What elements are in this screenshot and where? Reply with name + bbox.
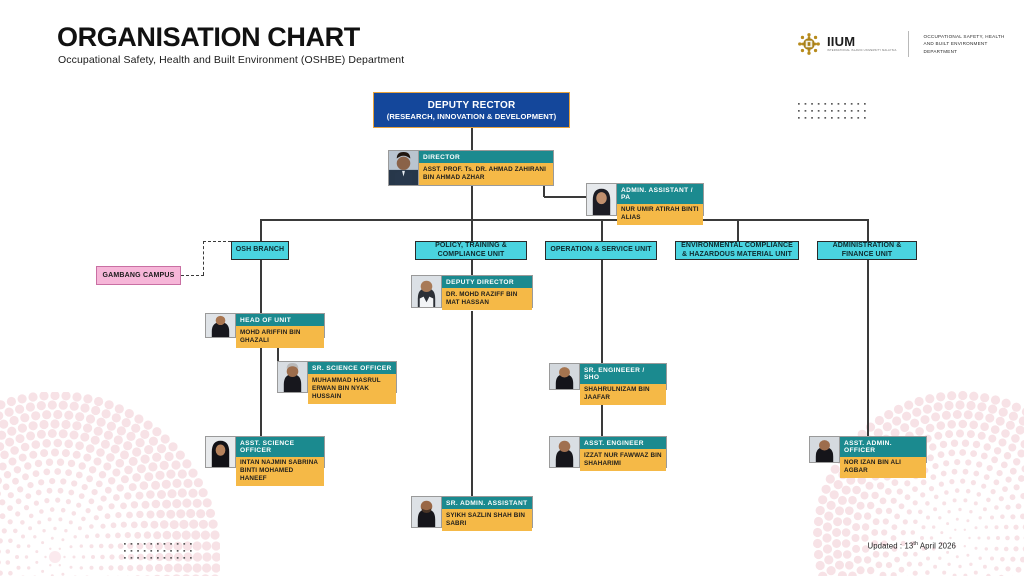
unit-administration-finance[interactable]: ADMINISTRATION & FINANCE UNIT [817, 241, 917, 260]
asst-admin-officer-role: ASST. ADMIN. OFFICER [840, 437, 926, 457]
connector-admin-finance-spine [867, 260, 869, 438]
connector-gambang-dashed-bottom [181, 275, 204, 276]
head-of-unit-photo [206, 314, 236, 337]
connector-bus-to-unit-1 [260, 219, 262, 241]
connector-bus-to-unit-4 [737, 219, 739, 241]
iium-wordmark-text: IIUM [827, 34, 856, 50]
asst-engineer-role: ASST. ENGINEER [580, 437, 666, 450]
logo-dept-line-1: OCCUPATIONAL SAFETY, HEALTH [923, 34, 1005, 40]
asst-science-officer-body: ASST. SCIENCE OFFICER INTAN NAJMIN SABRI… [236, 437, 324, 487]
node-gambang-campus[interactable]: GAMBANG CAMPUS [96, 266, 181, 285]
deputy-director-role: DEPUTY DIRECTOR [442, 276, 532, 289]
asst-science-officer-photo [206, 437, 236, 467]
sr-admin-assistant-name: SYIKH SAZLIN SHAH BIN SABRI [442, 509, 532, 531]
deputy-director-name: DR. MOHD RAZIFF BIN MAT HASSAN [442, 288, 532, 310]
deputy-director-body: DEPUTY DIRECTOR DR. MOHD RAZIFF BIN MAT … [442, 276, 532, 310]
connector-bus-to-unit-5 [867, 219, 869, 241]
asst-admin-officer-photo [810, 437, 840, 462]
director-role: DIRECTOR [419, 151, 553, 164]
asst-science-officer-role: ASST. SCIENCE OFFICER [236, 437, 324, 457]
admin-assistant-role: ADMIN. ASSISTANT / PA [617, 184, 703, 204]
iium-wordmark-sub: INTERNATIONAL ISLAMIC UNIVERSITY MALAYSI… [827, 49, 897, 53]
asst-admin-officer-name: NOR IZAN BIN ALI AGBAR [840, 456, 926, 479]
sr-engineer-photo [550, 364, 580, 389]
connector-gambang-dashed-vertical [203, 241, 204, 275]
logo-dept-line-2: AND BUILT ENVIRONMENT [923, 41, 988, 47]
sr-science-officer-role: SR. SCIENCE OFFICER [308, 362, 396, 375]
connector-head-to-sr-science [277, 338, 279, 377]
logo-dept-line-3: DEPARTMENT [923, 48, 958, 54]
node-asst-engineer[interactable]: ASST. ENGINEER IZZAT NUR FAWWAZ BIN SHAH… [549, 436, 667, 471]
node-deputy-director[interactable]: DEPUTY DIRECTOR DR. MOHD RAZIFF BIN MAT … [411, 275, 533, 310]
node-sr-engineer[interactable]: SR. ENGINEEER / SHO SHAHRULNIZAM BIN JAA… [549, 363, 667, 406]
connector-director-branch-right [543, 186, 545, 197]
connector-bus-to-unit-3 [601, 219, 603, 241]
node-sr-science-officer[interactable]: SR. SCIENCE OFFICER MUHAMMAD HASRUL ERWA… [277, 361, 397, 404]
connector-director-to-admin-assistant [544, 196, 586, 198]
director-name: ASST. PROF. Ts. DR. AHMAD ZAHIRANI BIN A… [419, 163, 553, 185]
connector-policy-deputy-to-admin [471, 311, 473, 498]
head-of-unit-body: HEAD OF UNIT MOHD ARIFFIN BIN GHAZALI [236, 314, 324, 348]
sr-science-officer-body: SR. SCIENCE OFFICER MUHAMMAD HASRUL ERWA… [308, 362, 396, 404]
node-director[interactable]: DIRECTOR ASST. PROF. Ts. DR. AHMAD ZAHIR… [388, 150, 554, 186]
unit-policy-training-compliance[interactable]: POLICY, TRAINING & COMPLIANCE UNIT [415, 241, 527, 260]
updated-suffix: April 2026 [918, 541, 956, 551]
unit-environmental-compliance-hazardous[interactable]: ENVIRONMENTAL COMPLIANCE & HAZARDOUS MAT… [675, 241, 799, 260]
head-of-unit-role: HEAD OF UNIT [236, 314, 324, 327]
director-photo [389, 151, 419, 185]
connector-osh-spine [260, 260, 262, 453]
admin-assistant-photo [587, 184, 617, 215]
unit-osh-branch[interactable]: OSH BRANCH [231, 241, 289, 260]
updated-timestamp: Updated : 13th April 2026 [867, 541, 956, 551]
connector-policy-spine [471, 260, 473, 278]
decor-dot-burst-left [0, 392, 220, 576]
connector-bus-drop-center [471, 204, 473, 220]
connector-rector-to-director [471, 128, 473, 150]
logo-department-text: OCCUPATIONAL SAFETY, HEALTH AND BUILT EN… [924, 33, 1005, 54]
iium-wordmark: IIUM INTERNATIONAL ISLAMIC UNIVERSITY MA… [827, 35, 897, 53]
node-sr-admin-assistant[interactable]: SR. ADMIN. ASSISTANT SYIKH SAZLIN SHAH B… [411, 496, 533, 531]
connector-operation-spine [601, 260, 603, 364]
connector-director-stub [471, 186, 473, 204]
sr-admin-assistant-photo [412, 497, 442, 527]
sr-engineer-role: SR. ENGINEEER / SHO [580, 364, 666, 384]
deputy-rector-scope: (RESEARCH, INNOVATION & DEVELOPMENT) [386, 111, 557, 121]
decor-dot-grid-bottom-left [124, 543, 192, 559]
sr-engineer-body: SR. ENGINEEER / SHO SHAHRULNIZAM BIN JAA… [580, 364, 666, 406]
asst-science-officer-name: INTAN NAJMIN SABRINA BINTI MOHAMED HANEE… [236, 456, 324, 487]
sr-engineer-name: SHAHRULNIZAM BIN JAAFAR [580, 383, 666, 406]
node-deputy-rector[interactable]: DEPUTY RECTOR (RESEARCH, INNOVATION & DE… [373, 92, 570, 128]
asst-engineer-photo [550, 437, 580, 467]
node-asst-science-officer[interactable]: ASST. SCIENCE OFFICER INTAN NAJMIN SABRI… [205, 436, 325, 487]
sr-admin-assistant-role: SR. ADMIN. ASSISTANT [442, 497, 532, 510]
iium-logo: IIUM INTERNATIONAL ISLAMIC UNIVERSITY MA… [798, 31, 1005, 57]
unit-operation-service[interactable]: OPERATION & SERVICE UNIT [545, 241, 657, 260]
connector-units-bus [260, 219, 868, 221]
updated-prefix: Updated : 13 [867, 541, 914, 551]
asst-admin-officer-body: ASST. ADMIN. OFFICER NOR IZAN BIN ALI AG… [840, 437, 926, 479]
page-subtitle: Occupational Safety, Health and Built En… [58, 54, 405, 66]
connector-bus-to-unit-2 [471, 219, 473, 241]
head-of-unit-name: MOHD ARIFFIN BIN GHAZALI [236, 326, 324, 348]
admin-assistant-name: NUR UMIR ATIRAH BINTI ALIAS [617, 203, 703, 226]
node-asst-admin-officer[interactable]: ASST. ADMIN. OFFICER NOR IZAN BIN ALI AG… [809, 436, 927, 479]
iium-crest-icon [798, 33, 820, 55]
connector-gambang-dashed-top [203, 241, 231, 242]
page-title: ORGANISATION CHART [57, 22, 360, 52]
director-body: DIRECTOR ASST. PROF. Ts. DR. AHMAD ZAHIR… [419, 151, 553, 185]
deputy-rector-title: DEPUTY RECTOR [427, 99, 516, 111]
sr-science-officer-photo [278, 362, 308, 392]
admin-assistant-body: ADMIN. ASSISTANT / PA NUR UMIR ATIRAH BI… [617, 184, 703, 226]
sr-admin-assistant-body: SR. ADMIN. ASSISTANT SYIKH SAZLIN SHAH B… [442, 497, 532, 531]
decor-dot-grid-top-right [798, 103, 866, 119]
node-head-of-unit[interactable]: HEAD OF UNIT MOHD ARIFFIN BIN GHAZALI [205, 313, 325, 348]
asst-engineer-name: IZZAT NUR FAWWAZ BIN SHAHARIMI [580, 449, 666, 471]
updated-ordinal: th [913, 541, 919, 547]
deputy-director-photo [412, 276, 442, 307]
sr-science-officer-name: MUHAMMAD HASRUL ERWAN BIN NYAK HUSSAIN [308, 374, 396, 404]
asst-engineer-body: ASST. ENGINEER IZZAT NUR FAWWAZ BIN SHAH… [580, 437, 666, 471]
logo-divider [907, 31, 909, 57]
connector-operation-spine-2 [601, 392, 603, 438]
node-admin-assistant[interactable]: ADMIN. ASSISTANT / PA NUR UMIR ATIRAH BI… [586, 183, 704, 226]
